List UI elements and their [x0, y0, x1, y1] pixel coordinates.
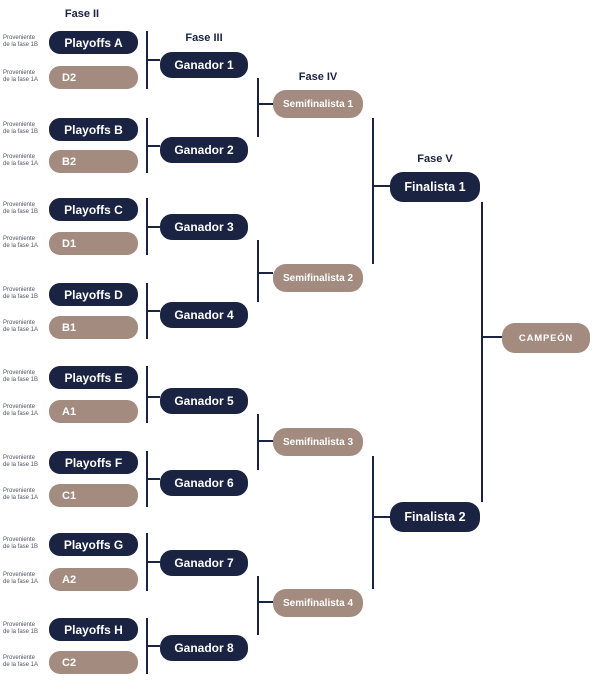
- connector-tick: [146, 226, 160, 228]
- connector-line: [372, 118, 374, 264]
- connector-tick: [372, 516, 390, 518]
- connector-tick: [481, 336, 502, 338]
- seed-box: D2: [49, 66, 138, 89]
- winner-box: Ganador 4: [160, 302, 248, 328]
- finalist-box: Finalista 1: [390, 172, 480, 202]
- connector-tick: [257, 103, 273, 105]
- playoff-box: Playoffs D: [49, 283, 138, 306]
- playoff-box: Playoffs A: [49, 31, 138, 54]
- winner-box: Ganador 5: [160, 388, 248, 414]
- connector-tick: [257, 272, 273, 274]
- semifinalist-box: Semifinalista 4: [273, 589, 363, 617]
- winner-box: Ganador 8: [160, 635, 248, 661]
- seed-box: B1: [49, 316, 138, 339]
- seed-box: D1: [49, 232, 138, 255]
- connector-tick: [257, 440, 273, 442]
- seed-box: A1: [49, 400, 138, 423]
- semifinalist-box: Semifinalista 3: [273, 428, 363, 456]
- seed-box: C1: [49, 484, 138, 507]
- winner-box: Ganador 3: [160, 214, 248, 240]
- seed-box: C2: [49, 651, 138, 674]
- finalist-box: Finalista 2: [390, 502, 480, 532]
- connector-tick: [372, 185, 390, 187]
- connector-line: [372, 456, 374, 589]
- semifinalist-box: Semifinalista 2: [273, 264, 363, 292]
- connector-tick: [146, 310, 160, 312]
- connector-tick: [146, 645, 160, 647]
- winner-box: Ganador 7: [160, 550, 248, 576]
- winner-box: Ganador 6: [160, 470, 248, 496]
- connector-line: [257, 240, 259, 302]
- connector-tick: [146, 561, 160, 563]
- winner-box: Ganador 1: [160, 52, 248, 78]
- playoff-box: Playoffs B: [49, 118, 138, 141]
- playoff-box: Playoffs F: [49, 451, 138, 474]
- connector-tick: [146, 59, 160, 61]
- connector-line: [257, 576, 259, 635]
- connector-tick: [257, 601, 273, 603]
- playoff-box: Playoffs E: [49, 366, 138, 389]
- playoff-box: Playoffs H: [49, 618, 138, 641]
- playoff-box: Playoffs G: [49, 533, 138, 556]
- connector-tick: [146, 145, 160, 147]
- phase-heading-fase-v: Fase V: [417, 153, 453, 165]
- connector-line: [257, 414, 259, 470]
- semifinalist-box: Semifinalista 1: [273, 90, 363, 118]
- connector-tick: [146, 396, 160, 398]
- seed-box: A2: [49, 568, 138, 591]
- connector-line: [481, 202, 483, 502]
- connector-line: [146, 366, 148, 423]
- playoff-box: Playoffs C: [49, 198, 138, 221]
- connector-tick: [146, 478, 160, 480]
- champion-box: CAMPEÓN: [502, 323, 590, 353]
- phase-heading-fase-ii: Fase II: [64, 8, 100, 20]
- phase-heading-fase-iv: Fase IV: [298, 71, 338, 83]
- connector-line: [257, 78, 259, 137]
- phase-heading-fase-iii: Fase III: [185, 32, 223, 44]
- winner-box: Ganador 2: [160, 137, 248, 163]
- seed-box: B2: [49, 150, 138, 173]
